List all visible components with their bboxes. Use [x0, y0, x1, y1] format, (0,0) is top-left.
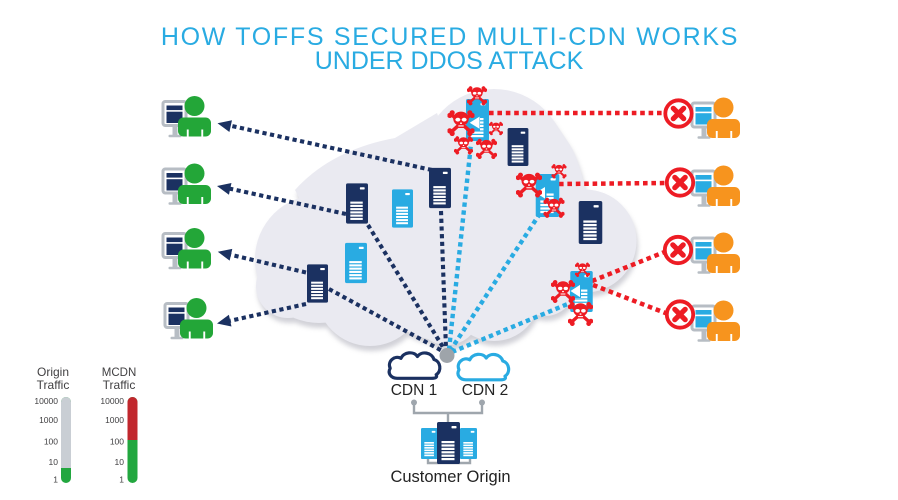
svg-text:1: 1: [119, 475, 124, 485]
svg-text:10000: 10000: [34, 396, 58, 406]
svg-text:Traffic: Traffic: [37, 378, 70, 392]
svg-text:Traffic: Traffic: [103, 378, 136, 392]
svg-text:10: 10: [115, 457, 125, 467]
svg-text:MCDN: MCDN: [102, 367, 137, 379]
svg-text:UNDER DDOS ATTACK: UNDER DDOS ATTACK: [315, 47, 584, 75]
svg-text:1000: 1000: [39, 415, 58, 425]
svg-text:Origin: Origin: [37, 365, 69, 379]
svg-text:1: 1: [53, 475, 58, 485]
svg-text:100: 100: [44, 437, 58, 447]
svg-text:HOW TOFFS SECURED MULTI-CDN WO: HOW TOFFS SECURED MULTI-CDN WORKS: [161, 23, 739, 51]
svg-text:Customer Origin: Customer Origin: [390, 468, 510, 486]
svg-text:1000: 1000: [105, 415, 124, 425]
svg-text:CDN 2: CDN 2: [462, 382, 509, 399]
svg-text:10: 10: [49, 457, 59, 467]
svg-text:10000: 10000: [100, 396, 124, 406]
svg-text:100: 100: [110, 437, 124, 447]
svg-text:CDN 1: CDN 1: [391, 382, 438, 399]
